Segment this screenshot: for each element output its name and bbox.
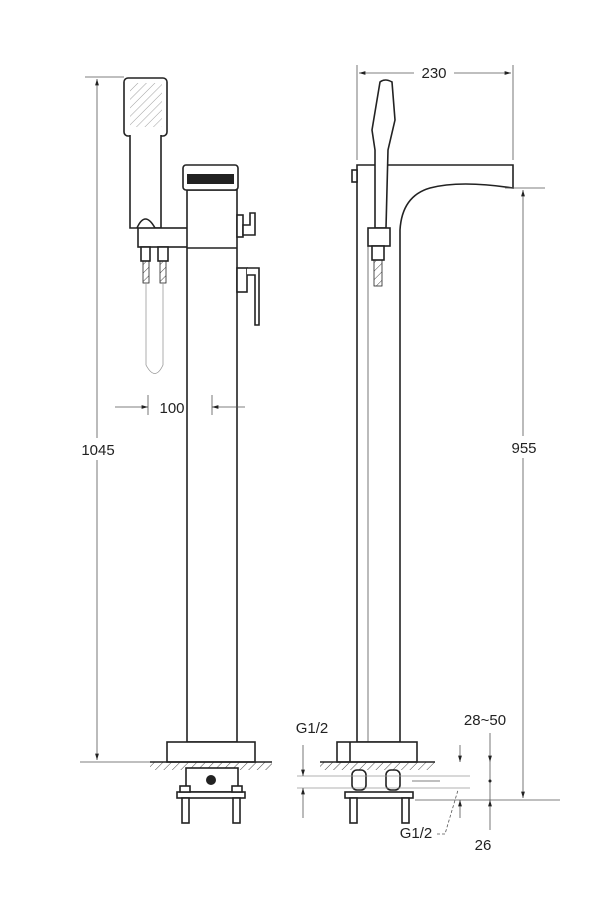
dimension-spout-reach: 230 (356, 62, 514, 160)
thread-label-bottom: G1/2 (400, 825, 433, 842)
side-hand-shower (367, 79, 396, 287)
dim-label-28-50: 28~50 (464, 712, 506, 729)
mixer-column (182, 164, 260, 743)
front-view: 1045 100 (78, 76, 272, 824)
dimension-floor-adjust: 28~50 26 (458, 712, 506, 854)
front-base (150, 741, 272, 824)
dim-label-230: 230 (421, 65, 446, 82)
thread-label-left: G1/2 (296, 720, 329, 737)
side-view: 230 955 G1/2 28~50 26 G1/2 (296, 62, 560, 854)
side-base (297, 741, 470, 824)
dimension-spout-height: 955 (415, 187, 560, 801)
dimension-hose-offset: 100 (115, 395, 245, 417)
dim-label-26: 26 (475, 837, 492, 854)
hand-shower (123, 77, 189, 374)
dim-label-1045: 1045 (81, 442, 114, 459)
dimension-total-height: 1045 (78, 76, 150, 763)
spout-body (351, 164, 514, 743)
dimension-thread-left: G1/2 (296, 720, 329, 818)
dim-label-955: 955 (511, 440, 536, 457)
dim-label-100: 100 (159, 400, 184, 417)
dimension-thread-bottom: G1/2 (400, 789, 459, 842)
